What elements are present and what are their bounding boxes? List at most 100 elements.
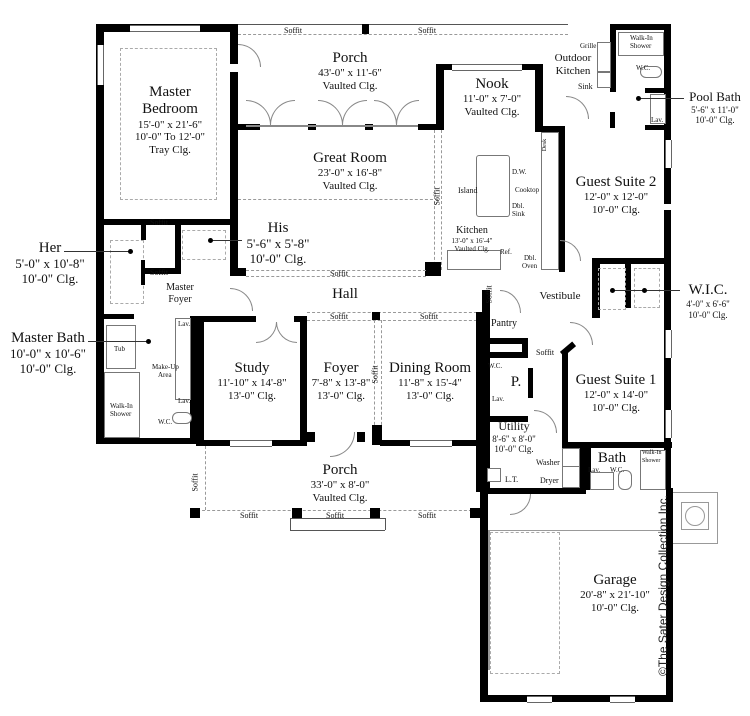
soffit-label: Soffit xyxy=(420,312,439,321)
kitchen-counter xyxy=(541,132,559,270)
copyright-notice: ©The Sater Design Collection Inc. xyxy=(656,495,670,676)
wc-label: W.C. xyxy=(158,418,173,426)
door[interactable] xyxy=(510,494,531,515)
dryer-label: Dryer xyxy=(540,476,559,485)
door[interactable] xyxy=(342,100,367,125)
wc-label: W.C. xyxy=(636,64,651,72)
grille-label: Grille xyxy=(580,42,597,50)
lt-label: L.T. xyxy=(505,475,519,484)
door[interactable] xyxy=(230,288,253,311)
sink-fixture xyxy=(597,72,611,88)
fan-icon xyxy=(685,506,705,526)
ac-unit xyxy=(681,502,709,530)
room-master-bedroom: Master Bedroom 15'-0" x 21'-6" 10'-0" To… xyxy=(134,84,206,156)
soffit-label: Soffit xyxy=(240,511,259,520)
door[interactable] xyxy=(238,44,261,67)
room-kitchen: Kitchen 13'-0" x 16'-4" Vaulted Clg. xyxy=(451,225,493,253)
soffit-label: Soffit xyxy=(284,26,303,35)
door[interactable] xyxy=(318,100,343,125)
lav-fixture xyxy=(590,472,614,490)
ref-label: Ref. xyxy=(500,248,512,256)
door[interactable] xyxy=(256,322,277,343)
soffit-label: Soffit xyxy=(330,312,349,321)
room-wic: W.I.C. 4'-0" x 6'-6" 10'-0" Clg. xyxy=(686,282,730,320)
soffit-label: Soffit xyxy=(150,218,169,227)
dbl-sink-label: Sink xyxy=(512,210,525,218)
room-utility: Utility 8'-6" x 8'-0" 10'-0" Clg. xyxy=(492,419,536,455)
door[interactable] xyxy=(374,100,397,125)
front-door[interactable] xyxy=(330,432,355,457)
shower-label: Walk-In xyxy=(110,402,133,410)
dbl-oven-label: Oven xyxy=(522,262,538,270)
door[interactable] xyxy=(500,290,521,313)
shower-label: Shower xyxy=(110,410,132,418)
wall xyxy=(96,24,104,219)
door[interactable] xyxy=(570,322,593,345)
room-guest-suite-1: Guest Suite 1 12'-0" x 14'-0" 10'-0" Clg… xyxy=(575,372,657,414)
dryer xyxy=(562,466,580,488)
lt-sink xyxy=(487,468,501,482)
room-master-bath: Master Bath 10'-0" x 10'-6" 10'-0" Clg. xyxy=(10,330,86,377)
lav-label: Lav. xyxy=(588,466,601,474)
door[interactable] xyxy=(566,96,589,119)
room-her: Her 5'-0" x 10'-8" 10'-0" Clg. xyxy=(15,240,85,287)
island-label: Island xyxy=(458,186,478,195)
soffit-line xyxy=(434,130,435,270)
grille-fixture xyxy=(597,42,611,72)
sink-label: Sink xyxy=(578,82,593,91)
desk-label: Desk xyxy=(542,138,549,152)
room-hall: Hall xyxy=(332,286,358,302)
tub-label: Tub xyxy=(114,345,126,353)
tray-ceiling-outline xyxy=(120,48,217,200)
lav-label: Lav. xyxy=(178,320,191,328)
wc-label: W.C. xyxy=(610,466,625,474)
window xyxy=(130,25,200,32)
soffit-label: Soffit xyxy=(150,268,169,277)
vanity-counter xyxy=(175,318,191,400)
soffit-label: Soffit xyxy=(418,26,437,35)
dbl-sink-label: Dbl. xyxy=(512,202,525,210)
dbl-oven-label: Dbl. xyxy=(524,254,537,262)
door[interactable] xyxy=(270,100,295,125)
door[interactable] xyxy=(276,322,297,343)
kitchen-pantry-shelves xyxy=(447,250,501,270)
lav-fixture xyxy=(650,94,666,124)
walk-in-shower-fixture xyxy=(104,372,140,438)
room-master-foyer: Master Foyer xyxy=(166,282,194,305)
toilet-fixture xyxy=(618,470,632,490)
soffit-line xyxy=(238,34,568,35)
room-study: Study 11'-10" x 14'-8" 13'-0" Clg. xyxy=(217,360,287,402)
room-pantry: Pantry xyxy=(490,318,518,329)
toilet-fixture xyxy=(172,412,192,424)
lav-label: Lav. xyxy=(178,397,191,405)
makeup-label: Area xyxy=(158,371,172,379)
room-porch-rear: Porch 43'-0" x 11'-6" Vaulted Clg. xyxy=(318,50,382,92)
room-pool-bath: Pool Bath 5'-6" x 11'-0" 10'-0" Clg. xyxy=(689,89,741,126)
room-bath: Bath xyxy=(597,450,627,466)
walk-in-shower-fixture xyxy=(640,450,666,490)
soffit-label: Soffit xyxy=(370,365,380,384)
shower-label: Walk-In xyxy=(630,34,653,42)
room-great-room: Great Room 23'-0" x 16'-8" Vaulted Clg. xyxy=(313,150,387,192)
room-guest-suite-2: Guest Suite 2 12'-0" x 12'-0" 10'-0" Clg… xyxy=(575,174,657,216)
walk-in-shower-fixture xyxy=(618,32,664,56)
room-nook: Nook 11'-0" x 7'-0" Vaulted Clg. xyxy=(462,76,522,118)
makeup-label: Make-Up xyxy=(152,363,179,371)
wc-label: W.C. xyxy=(488,362,503,370)
soffit-label: Soffit xyxy=(536,348,555,357)
shower-label: Walk-In xyxy=(642,450,662,456)
wall xyxy=(230,72,238,272)
room-porch-front: Porch 33'-0" x 8'-0" Vaulted Clg. xyxy=(310,462,370,504)
soffit-label: Soffit xyxy=(190,473,200,492)
door[interactable] xyxy=(396,100,419,125)
soffit-label: Soffit xyxy=(432,187,442,206)
soffit-label: Soffit xyxy=(326,511,345,520)
bathtub xyxy=(106,325,136,369)
door[interactable] xyxy=(560,240,581,261)
door[interactable] xyxy=(246,100,271,125)
toilet-fixture xyxy=(640,66,662,78)
dw-label: D.W. xyxy=(512,168,527,176)
room-powder: P. xyxy=(510,374,522,390)
kitchen-island xyxy=(476,155,510,217)
